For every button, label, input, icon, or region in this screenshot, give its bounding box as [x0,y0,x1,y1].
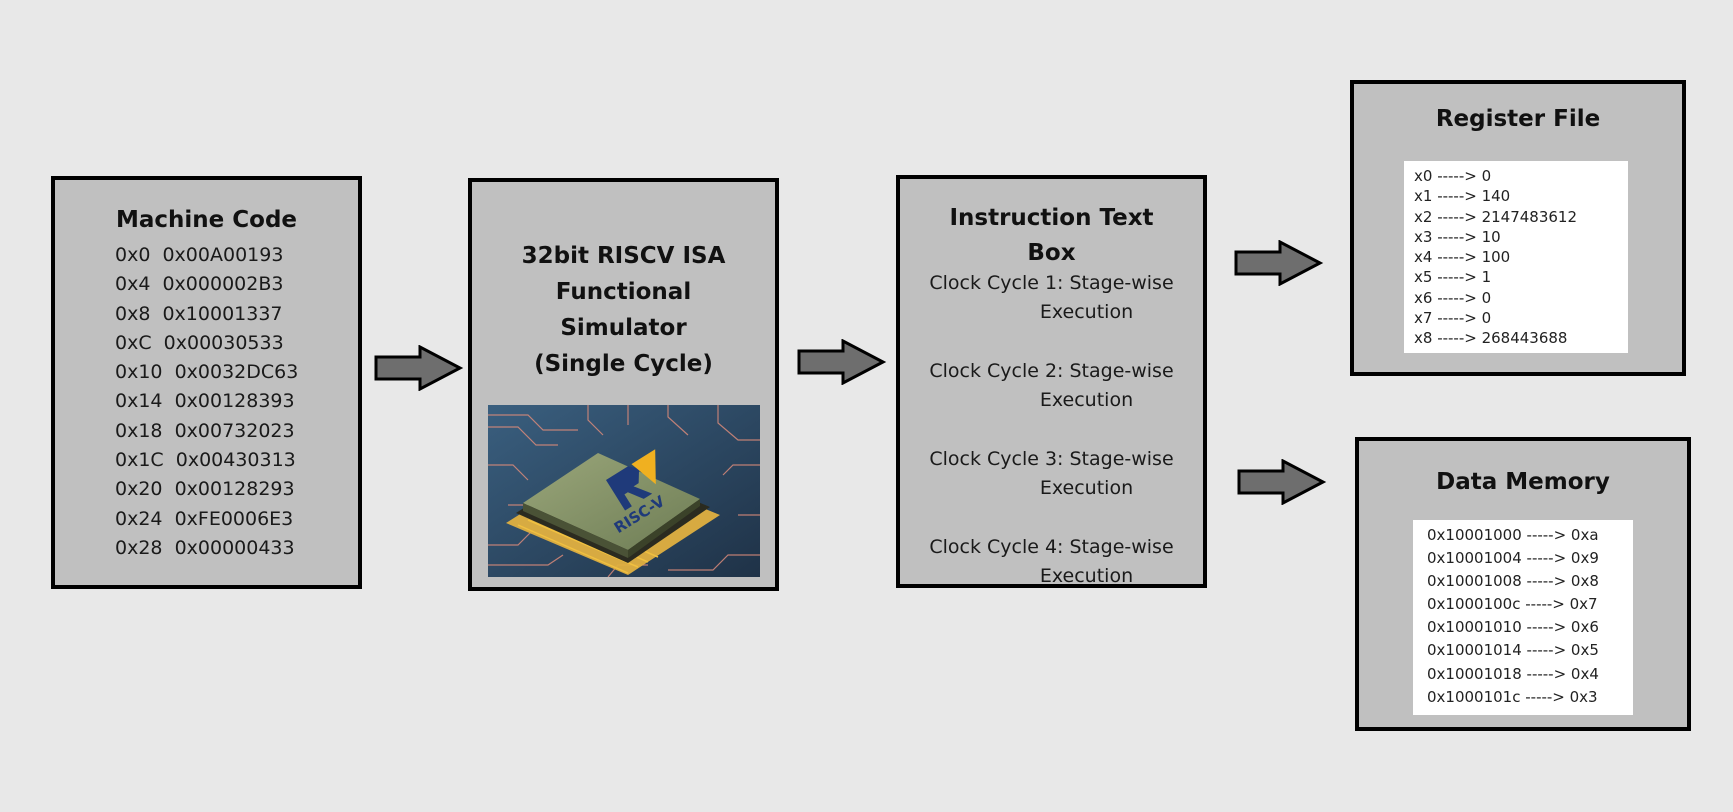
riscv-chip-image: RISC-V [488,405,760,577]
instruction-word: 0x00030533 [163,331,284,354]
instruction-box-title: Instruction Text Box [900,201,1203,271]
simulator-title-line: (Single Cycle) [534,351,713,377]
register-row: x5 -----> 1 [1414,268,1492,287]
machine-code-row: 0x8 0x10001337 [115,300,358,329]
memory-row: 0x1000101c -----> 0x3 [1427,687,1598,706]
machine-code-row: 0x24 0xFE0006E3 [115,505,358,534]
register-row: x1 -----> 140 [1414,187,1511,206]
machine-code-row: 0x0 0x00A00193 [115,241,358,270]
address: 0x1C [115,449,164,472]
instruction-text-box: Instruction Text Box Clock Cycle 1: Stag… [896,175,1207,588]
register-row: x2 -----> 2147483612 [1414,207,1578,226]
instruction-word: 0x10001337 [162,302,283,325]
instruction-word: 0x0032DC63 [174,361,299,384]
clock-cycle-entry: Clock Cycle 4: Stage-wise Execution [900,533,1203,587]
instruction-word: 0x00128293 [174,478,295,501]
machine-code-row: 0x4 0x000002B3 [115,270,358,299]
instruction-word: 0x00A00193 [162,244,284,266]
data-memory-panel: 0x10001000 -----> 0xa 0x10001004 -----> … [1413,520,1633,715]
address: 0x24 [115,507,163,530]
data-memory-title: Data Memory [1436,469,1610,495]
clock-cycle-label: Clock Cycle 1: Stage-wise [929,272,1174,294]
instruction-word: 0x000002B3 [162,273,284,296]
address: 0xC [115,331,152,354]
clock-cycle-detail: Execution [1039,565,1134,587]
machine-code-row: 0x18 0x00732023 [115,417,358,446]
memory-row: 0x10001010 -----> 0x6 [1427,618,1599,637]
machine-code-box: Machine Code 0x0 0x00A00193 0x4 0x000002… [51,176,362,589]
clock-cycle-entry: Clock Cycle 1: Stage-wise Execution [900,269,1203,327]
clock-cycle-entry: Clock Cycle 3: Stage-wise Execution [900,445,1203,503]
machine-code-row: 0x10 0x0032DC63 [115,358,358,387]
memory-row: 0x10001018 -----> 0x4 [1427,664,1599,683]
register-row: x0 -----> 0 [1414,167,1492,185]
arrow-right-icon [1237,459,1327,505]
address: 0x18 [115,419,163,442]
address: 0x28 [115,536,163,559]
address: 0x14 [115,390,163,413]
register-file-title: Register File [1435,106,1601,132]
data-memory-box: Data Memory 0x10001000 -----> 0xa 0x1000… [1355,437,1691,731]
address: 0x20 [115,478,163,501]
clock-cycle-label: Clock Cycle 3: Stage-wise [929,448,1174,470]
register-row: x3 -----> 10 [1414,227,1501,246]
address: 0x4 [115,273,151,296]
register-row: x7 -----> 0 [1414,309,1492,328]
machine-code-row: 0xC 0x00030533 [115,329,358,358]
register-row: x6 -----> 0 [1414,288,1492,307]
clock-cycle-detail: Execution [1039,301,1134,323]
clock-cycle-detail: Execution [1039,389,1134,411]
memory-row: 0x10001008 -----> 0x8 [1427,572,1599,591]
address: 0x10 [115,361,163,384]
machine-code-list: 0x0 0x00A00193 0x4 0x000002B3 0x8 0x1000… [55,241,358,563]
address: 0x0 [115,244,151,266]
simulator-title-line: 32bit RISCV ISA [521,243,726,269]
memory-row: 0x10001014 -----> 0x5 [1427,641,1599,660]
clock-cycle-label: Clock Cycle 4: Stage-wise [929,536,1174,558]
register-row: x8 -----> 268443688 [1414,329,1568,348]
simulator-box: 32bit RISCV ISA Functional Simulator (Si… [468,178,779,591]
register-file-panel: x0 -----> 0 x1 -----> 140 x2 -----> 2147… [1404,161,1628,353]
instruction-box-title-line: Instruction Text [949,205,1154,231]
clock-cycle-detail: Execution [1039,477,1134,499]
simulator-title: 32bit RISCV ISA Functional Simulator (Si… [472,238,775,382]
clock-cycle-label: Clock Cycle 2: Stage-wise [929,360,1174,382]
machine-code-row: 0x20 0x00128293 [115,475,358,504]
arrow-right-icon [374,345,464,391]
arrow-right-icon [1234,240,1324,286]
simulator-title-line: Simulator [560,315,687,341]
machine-code-row: 0x14 0x00128393 [115,387,358,416]
arrow-right-icon [797,339,887,385]
memory-row: 0x10001004 -----> 0x9 [1427,549,1599,568]
machine-code-row: 0x28 0x00000433 [115,534,358,563]
instruction-box-title-line: Box [1027,240,1076,266]
instruction-word: 0x00732023 [174,419,295,442]
register-row: x4 -----> 100 [1414,248,1511,267]
machine-code-row: 0x1C 0x00430313 [115,446,358,475]
address: 0x8 [115,302,151,325]
memory-row: 0x10001000 -----> 0xa [1427,526,1599,544]
clock-cycle-entry: Clock Cycle 2: Stage-wise Execution [900,357,1203,415]
register-file-box: Register File x0 -----> 0 x1 -----> 140 … [1350,80,1686,376]
instruction-word: 0xFE0006E3 [174,507,294,530]
instruction-word: 0x00000433 [174,536,295,559]
machine-code-title: Machine Code [115,207,298,233]
instruction-word: 0x00430313 [175,449,296,472]
instruction-word: 0x00128393 [174,390,295,413]
memory-row: 0x1000100c -----> 0x7 [1427,595,1598,614]
simulator-title-line: Functional [555,279,692,305]
